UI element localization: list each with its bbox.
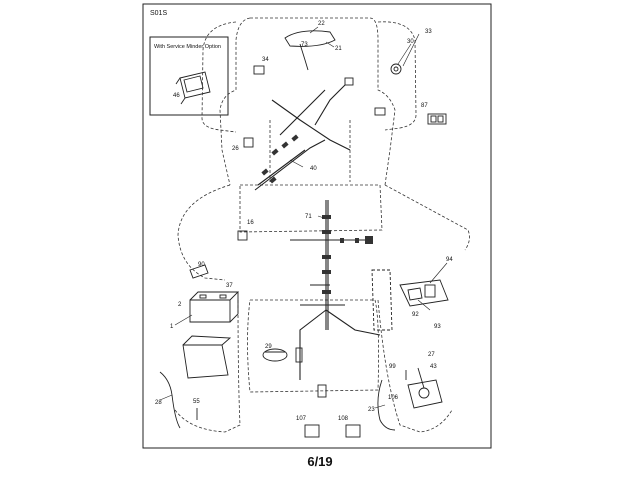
diagram-frame bbox=[142, 3, 492, 449]
callout-37: 37 bbox=[226, 283, 233, 289]
callout-93: 93 bbox=[434, 324, 441, 330]
callout-30: 30 bbox=[407, 39, 414, 45]
inset-title: With Service Minder Option bbox=[154, 44, 221, 50]
callout-108: 108 bbox=[338, 416, 349, 422]
callout-90: 90 bbox=[198, 262, 205, 268]
callout-73: 73 bbox=[301, 42, 308, 48]
callout-71: 71 bbox=[305, 214, 312, 220]
callout-107: 107 bbox=[296, 416, 307, 422]
main-wiring-harness bbox=[254, 84, 381, 380]
callout-46: 46 bbox=[173, 93, 180, 99]
callout-27: 27 bbox=[428, 352, 435, 358]
callout-87: 87 bbox=[421, 103, 428, 109]
callout-2: 2 bbox=[178, 302, 182, 308]
callout-23: 23 bbox=[368, 407, 375, 413]
tractor-outline bbox=[174, 17, 470, 433]
service-minder-module bbox=[175, 71, 211, 105]
callout-labels: 22 73 21 30 33 34 46 87 26 40 16 71 90 9… bbox=[155, 21, 453, 422]
callout-16: 16 bbox=[247, 220, 254, 226]
callout-92: 92 bbox=[412, 312, 419, 318]
callout-94: 94 bbox=[446, 257, 453, 263]
leader-lines bbox=[159, 26, 448, 409]
section-code: S01S bbox=[150, 10, 167, 17]
component-parts bbox=[159, 30, 449, 438]
callout-21: 21 bbox=[335, 46, 342, 52]
page-number: 6/19 bbox=[307, 454, 333, 469]
callout-55: 55 bbox=[193, 399, 200, 405]
callout-99: 99 bbox=[389, 364, 396, 370]
callout-29: 29 bbox=[265, 344, 272, 350]
callout-26: 26 bbox=[232, 146, 239, 152]
callout-33: 33 bbox=[425, 29, 432, 35]
callout-28: 28 bbox=[155, 400, 162, 406]
callout-1: 1 bbox=[170, 324, 174, 330]
callout-22: 22 bbox=[318, 21, 325, 27]
service-minder-inset bbox=[149, 36, 229, 116]
callout-106: 106 bbox=[388, 395, 399, 401]
harness-wrap-segments bbox=[261, 134, 373, 294]
callout-43: 43 bbox=[430, 364, 437, 370]
callout-34: 34 bbox=[262, 57, 269, 63]
callout-40: 40 bbox=[310, 166, 317, 172]
